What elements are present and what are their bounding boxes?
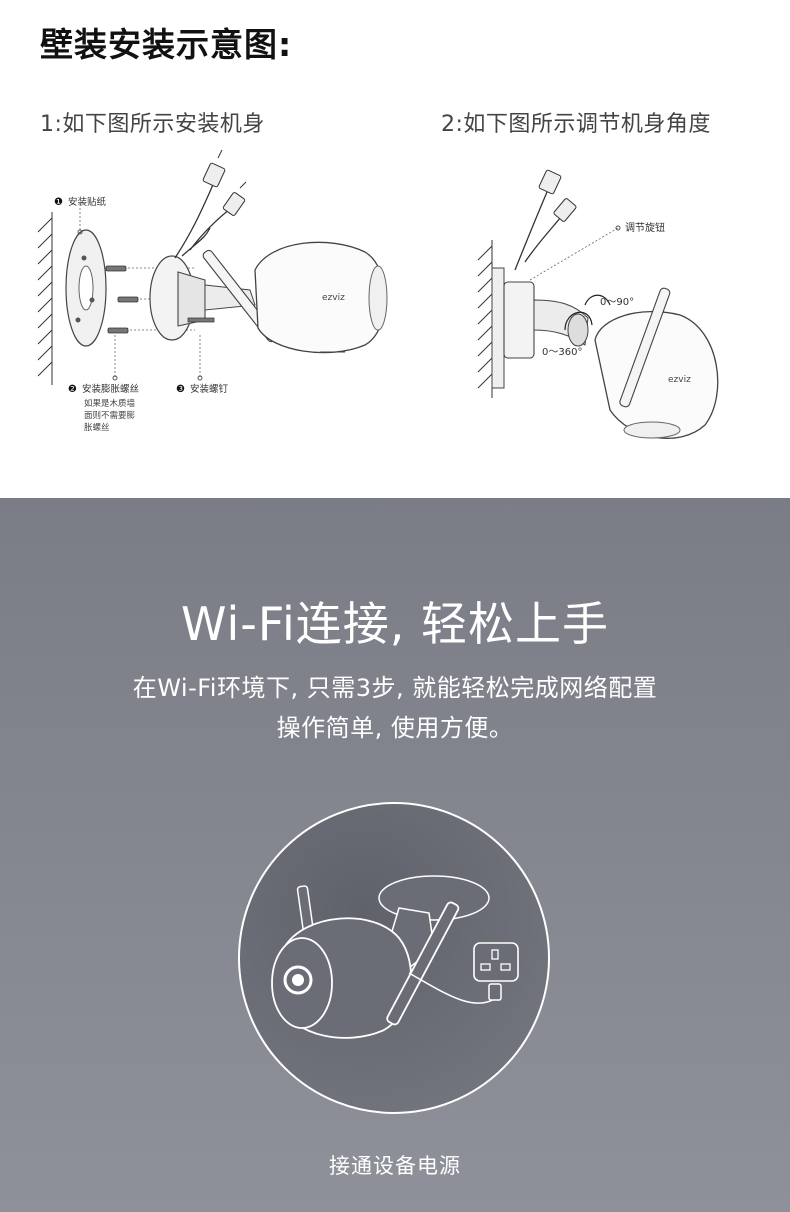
cable-connectors	[202, 149, 247, 216]
cables	[174, 179, 236, 259]
rotation-arrows	[564, 294, 611, 331]
callout1-num: ❶	[54, 197, 63, 208]
step1-label: 1:如下图所示安装机身	[40, 112, 265, 137]
callout2-num: ❷	[68, 384, 77, 395]
antenna-2	[619, 287, 671, 408]
power-cable	[408, 972, 497, 1004]
callout2-note-2: 面则不需要膨	[84, 410, 136, 421]
callout2-note-1: 如果是木质墙	[84, 398, 136, 409]
anchor-screws	[105, 265, 139, 334]
camera-brand-1: ezviz	[322, 293, 345, 303]
installation-diagram: ezviz ❶ 安装贴纸 ❷ 安装膨胀螺丝 如果是木质墙 面则不需要膨 胀螺丝 …	[37, 149, 719, 439]
mount-base-2	[491, 267, 589, 389]
power-illustration	[238, 802, 550, 1114]
wifi-subtitle-line1: 在Wi-Fi环境下, 只需3步, 就能轻松完成网络配置	[132, 674, 658, 702]
callout1-label: 安装贴纸	[68, 196, 107, 208]
pan-angle-label: 0～360°	[542, 347, 582, 358]
power-socket-icon	[473, 942, 519, 982]
knob-label: 调节旋钮	[625, 221, 665, 234]
callout3-num: ❸	[176, 384, 185, 395]
callout3-label: 安装螺钉	[190, 383, 229, 395]
power-caption: 接通设备电源	[329, 1154, 461, 1178]
wall-hatch	[37, 212, 53, 385]
front-antenna	[386, 901, 460, 1026]
cables-2	[514, 184, 566, 271]
callout2-note-3: 胀螺丝	[84, 422, 110, 433]
step2-label: 2:如下图所示调节机身角度	[441, 112, 711, 137]
camera-brand-2: ezviz	[668, 375, 691, 385]
wifi-subtitle-line2: 操作简单, 使用方便。	[276, 714, 514, 742]
power-plug-icon	[488, 983, 502, 1001]
wall-hatch-2	[477, 240, 493, 398]
callout2-label: 安装膨胀螺丝	[82, 383, 139, 395]
page-title: 壁装安装示意图:	[40, 25, 293, 64]
tilt-angle-label: 0～90°	[600, 297, 634, 308]
sticker-shape	[65, 229, 107, 347]
knob-guide	[529, 227, 619, 281]
installation-section: 壁装安装示意图: 1:如下图所示安装机身 2:如下图所示调节机身角度	[0, 0, 790, 498]
camera-body	[254, 241, 388, 354]
camera-lens-icon	[283, 965, 313, 995]
mount-plate	[378, 875, 490, 921]
cable-connectors-2	[538, 169, 577, 222]
wifi-title: Wi-Fi连接, 轻松上手	[181, 597, 609, 651]
